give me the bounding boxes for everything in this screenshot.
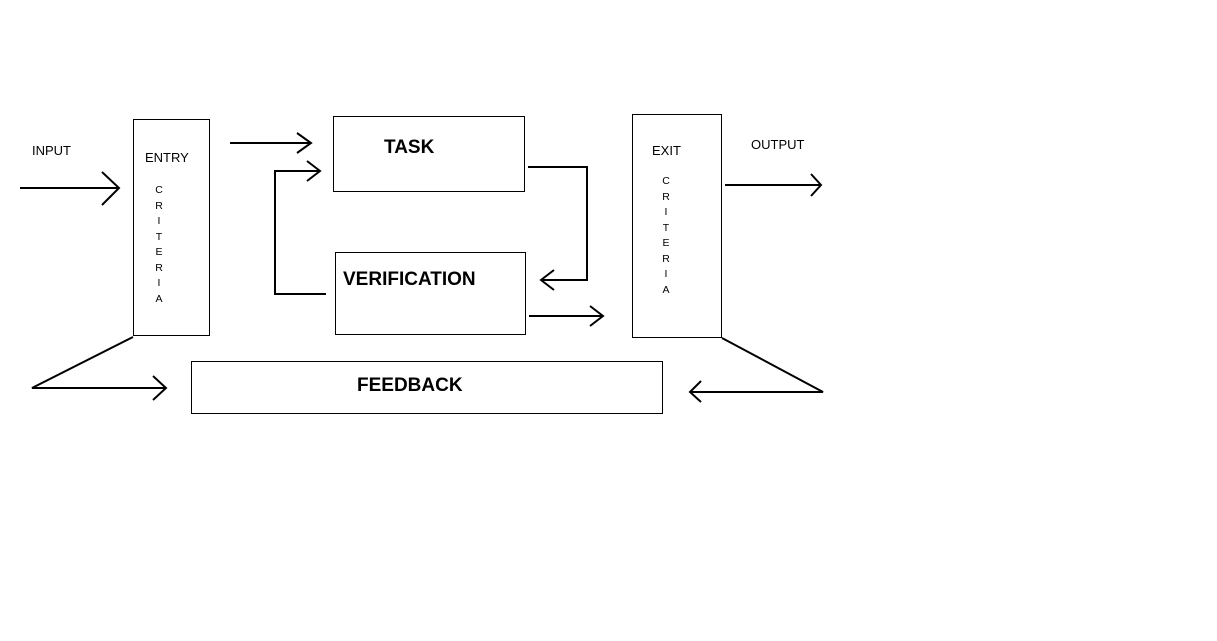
- criteria-letter: C: [155, 184, 163, 196]
- criteria-letter: T: [155, 230, 163, 243]
- criteria-letter: I: [664, 268, 668, 280]
- criteria-letter: E: [662, 237, 670, 249]
- entry-to-feedback-arrow: [31, 336, 168, 401]
- verification-to-task-loop: [274, 160, 326, 295]
- task-box: TASK: [333, 116, 525, 192]
- input-arrow: [20, 171, 121, 206]
- criteria-letter: A: [662, 283, 670, 296]
- entry-to-task-arrow: [230, 132, 313, 154]
- output-label: OUTPUT: [751, 137, 805, 152]
- exit-label: EXIT: [652, 143, 681, 158]
- task-to-verification-arrow: [528, 166, 588, 291]
- verification-label: VERIFICATION: [343, 269, 476, 290]
- criteria-letter: I: [157, 215, 161, 227]
- entry-label: ENTRY: [145, 150, 189, 165]
- exit-to-feedback-arrow: [688, 337, 824, 403]
- criteria-letter: T: [662, 221, 670, 234]
- criteria-letter: A: [155, 292, 163, 305]
- criteria-letter: C: [662, 175, 670, 187]
- criteria-letter: I: [664, 206, 668, 218]
- criteria-letter: R: [662, 190, 670, 203]
- criteria-letter: E: [155, 246, 163, 258]
- verification-box: VERIFICATION: [335, 252, 526, 335]
- criteria-letter: R: [155, 261, 163, 274]
- verification-to-exit-arrow: [529, 305, 605, 327]
- feedback-label: FEEDBACK: [357, 375, 463, 396]
- feedback-box: FEEDBACK: [191, 361, 663, 414]
- task-label: TASK: [384, 137, 435, 158]
- output-arrow: [725, 173, 823, 197]
- criteria-letter: R: [155, 199, 163, 212]
- input-label: INPUT: [32, 143, 71, 158]
- criteria-letter: I: [157, 277, 161, 289]
- criteria-letter: R: [662, 252, 670, 265]
